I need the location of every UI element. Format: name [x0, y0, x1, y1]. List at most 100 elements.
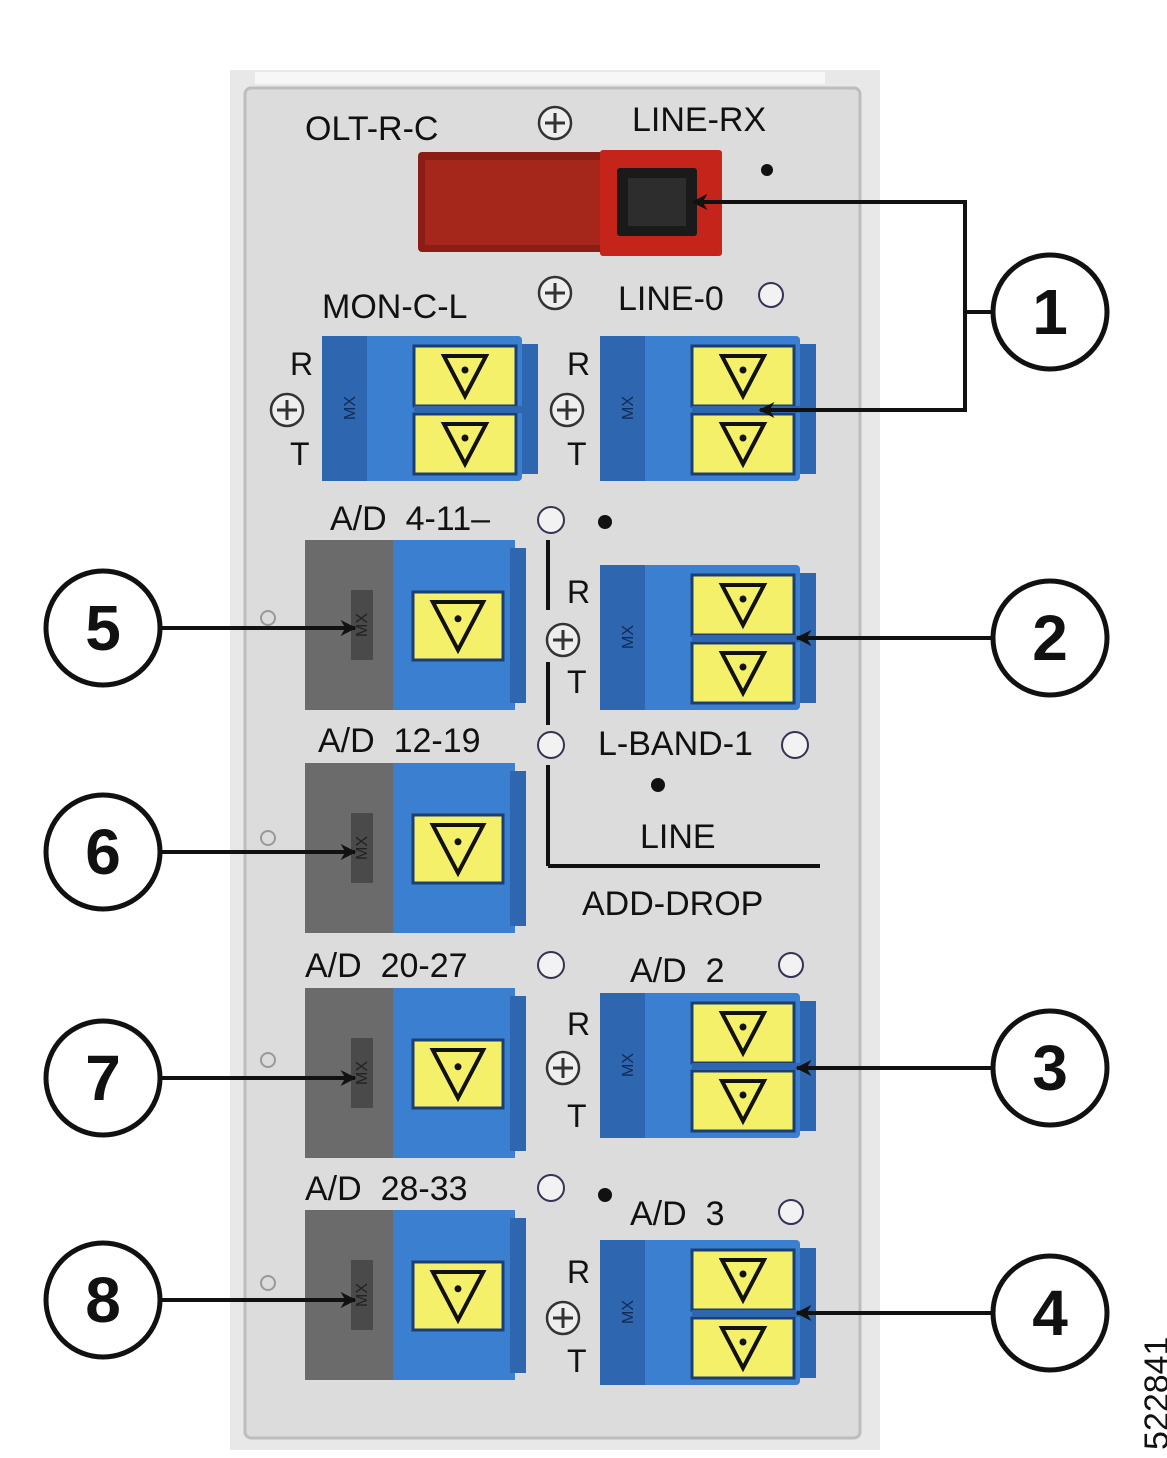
screw-icon [549, 392, 585, 428]
simplex-adapter[interactable]: MX [305, 1210, 526, 1380]
label-ad-12-19: A/D 12-19 [318, 722, 481, 760]
screws [269, 105, 585, 1336]
laser-warning-icon [440, 354, 490, 401]
led-icon [537, 506, 565, 534]
mx-label: MX [354, 1061, 371, 1085]
label-ad-2: A/D 2 [630, 952, 724, 990]
fiber-port[interactable] [690, 412, 796, 476]
laser-warning-icon [718, 1079, 768, 1126]
laser-warning-icon [718, 583, 768, 630]
led-icon [758, 282, 784, 308]
fiber-port[interactable] [412, 412, 518, 476]
screw-icon [537, 275, 573, 311]
fiber-port[interactable] [690, 641, 796, 705]
screw-icon [537, 105, 573, 141]
fiber-port[interactable] [411, 1038, 505, 1110]
label-t: T [567, 664, 587, 700]
led-icon [778, 1199, 804, 1225]
mx-label: MX [620, 1053, 637, 1077]
fiber-port[interactable] [690, 573, 796, 637]
label-r: R [567, 1006, 590, 1042]
duplex-adapter[interactable]: MX [600, 993, 816, 1138]
fiber-port[interactable] [690, 1248, 796, 1312]
duplex-adapter[interactable]: MX [600, 1240, 816, 1385]
fiber-port[interactable] [690, 1001, 796, 1065]
fiber-port[interactable] [412, 344, 518, 408]
hole-icon [260, 1275, 276, 1291]
fiber-port[interactable] [411, 813, 505, 885]
duplex-adapter[interactable]: MX [600, 565, 816, 710]
hole-icon [651, 778, 665, 792]
callout-number: 4 [1032, 1277, 1068, 1349]
callout-number: 2 [1032, 602, 1068, 674]
mx-label: MX [620, 625, 637, 649]
callout-3: 3 [990, 1008, 1110, 1128]
callout-8: 8 [43, 1240, 163, 1360]
simplex-adapter[interactable]: MX [305, 988, 526, 1158]
mx-label: MX [354, 836, 371, 860]
section-lines [546, 540, 820, 868]
fiber-port[interactable] [411, 590, 505, 662]
label-olt-r-c: OLT-R-C [305, 110, 438, 148]
laser-warning-icon [718, 354, 768, 401]
mx-label: MX [354, 613, 371, 637]
label-ad-28-33: A/D 28-33 [305, 1170, 468, 1208]
hole-icon [260, 830, 276, 846]
laser-warning-icon [429, 823, 487, 878]
callout-7: 7 [43, 1018, 163, 1138]
callout-number: 3 [1032, 1032, 1068, 1104]
mx-label: MX [354, 1283, 371, 1307]
duplex-adapter[interactable]: MX [322, 336, 538, 481]
laser-warning-icon [440, 422, 490, 469]
mx-label: MX [620, 1300, 637, 1324]
panel-labels: OLT-R-C LINE-RX MON-C-L LINE-0 A/D 4-11–… [290, 101, 766, 1379]
figure-id: 522841 [1138, 1336, 1167, 1450]
screw-icon [545, 622, 581, 658]
hole-icon [598, 1188, 612, 1202]
callout-4: 4 [990, 1253, 1110, 1373]
simplex-adapters: MX MX MX MX [305, 540, 526, 1380]
label-t: T [567, 1343, 587, 1379]
simplex-adapter[interactable]: MX [305, 763, 526, 933]
led-icon [537, 951, 565, 979]
callout-number: 8 [85, 1264, 121, 1336]
label-add-drop: ADD-DROP [582, 885, 763, 923]
label-ad-20-27: A/D 20-27 [305, 947, 468, 985]
hole-icon [260, 1052, 276, 1068]
label-t: T [290, 436, 310, 472]
led-icon [537, 731, 565, 759]
label-mon-c-l: MON-C-L [322, 288, 467, 326]
label-line: LINE [640, 818, 716, 856]
led-icon [781, 731, 809, 759]
laser-warning-icon [718, 422, 768, 469]
label-ad-4-11: A/D 4-11– [330, 500, 490, 538]
laser-warning-icon [718, 651, 768, 698]
laser-warning-icon [718, 1326, 768, 1373]
label-r: R [567, 346, 590, 382]
fiber-port[interactable] [690, 1316, 796, 1380]
screw-icon [545, 1050, 581, 1086]
led-icon [778, 952, 804, 978]
fiber-port[interactable] [690, 344, 796, 408]
mx-label: MX [342, 396, 359, 420]
screw-icon [545, 1300, 581, 1336]
label-ad-3: A/D 3 [630, 1195, 724, 1233]
indicators [260, 164, 809, 1291]
callout-number: 1 [1032, 276, 1068, 348]
hole-icon [260, 610, 276, 626]
label-r: R [567, 574, 590, 610]
led-icon [537, 1174, 565, 1202]
mx-label: MX [620, 396, 637, 420]
hole-icon [598, 515, 612, 529]
line-rx-connector[interactable] [418, 150, 722, 256]
duplex-adapter[interactable]: MX [600, 336, 816, 481]
fiber-port[interactable] [690, 1069, 796, 1133]
callout-1-leader [758, 312, 967, 418]
callout-lines [160, 194, 993, 1321]
callout-2: 2 [990, 578, 1110, 698]
simplex-adapter[interactable]: MX [305, 540, 526, 710]
fiber-port[interactable] [411, 1260, 505, 1332]
label-line-rx: LINE-RX [632, 101, 766, 139]
